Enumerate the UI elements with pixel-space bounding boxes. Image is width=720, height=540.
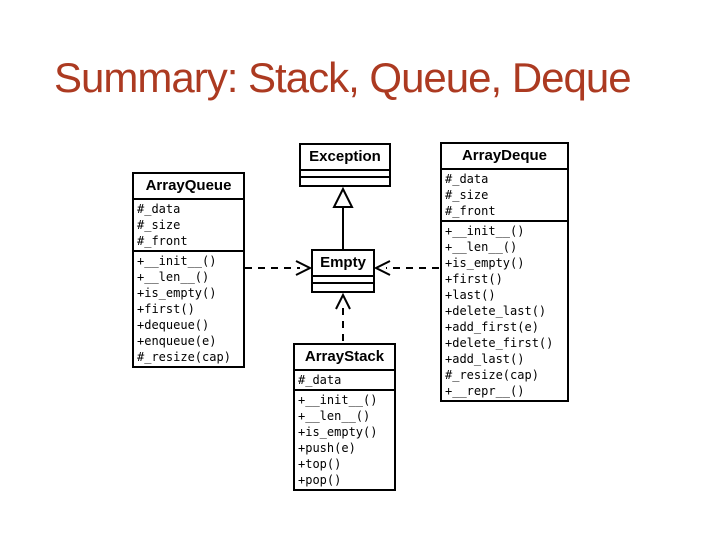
class-member: +top(): [298, 457, 342, 471]
class-attributes: #_data: [295, 371, 394, 391]
class-member: +__init__(): [137, 254, 217, 268]
class-member: #_front: [137, 234, 188, 248]
class-attributes: #_data #_size #_front: [134, 200, 243, 252]
class-attributes: [313, 277, 373, 284]
class-name: Exception: [301, 145, 389, 171]
class-name: Empty: [313, 251, 373, 277]
class-member: +__len__(): [445, 240, 518, 254]
class-box-arraystack: ArrayStack #_data +__init__()+__len__()+…: [293, 343, 396, 491]
class-member: +__init__(): [445, 224, 525, 238]
class-member: #_data: [137, 202, 181, 216]
class-attributes: #_data #_size #_front: [442, 170, 567, 222]
class-member: +__len__(): [137, 270, 210, 284]
class-member: +delete_last(): [445, 304, 547, 318]
class-member: +first(): [137, 302, 195, 316]
class-member: +last(): [445, 288, 496, 302]
dependency-arrow-arraydeque-to-empty: [373, 260, 439, 276]
class-member: +push(e): [298, 441, 356, 455]
class-box-exception: Exception: [299, 143, 391, 187]
dependency-arrow-arraystack-to-empty: [335, 292, 351, 341]
page-title: Summary: Stack, Queue, Deque: [54, 54, 632, 101]
class-member: +__init__(): [298, 393, 378, 407]
class-member: +pop(): [298, 473, 342, 487]
class-member: +add_first(e): [445, 320, 539, 334]
class-member: +delete_first(): [445, 336, 554, 350]
class-methods: [301, 178, 389, 185]
generalization-arrow-empty-to-exception: [332, 186, 354, 249]
class-methods: +__init__() +__len__() +is_empty() +first()…: [442, 222, 567, 400]
class-member: +__repr__(): [445, 384, 525, 398]
class-name: ArrayStack: [295, 345, 394, 371]
class-member: #_data: [445, 172, 489, 186]
class-member: +is_empty(): [298, 425, 378, 439]
class-member: #_front: [445, 204, 496, 218]
class-box-arrayqueue: ArrayQueue #_data #_size #_front +__init__…: [132, 172, 245, 368]
class-methods: [313, 284, 373, 291]
class-member: +dequeue(): [137, 318, 210, 332]
class-attributes: [301, 171, 389, 178]
class-member: +__len__(): [298, 409, 371, 423]
class-member: #_resize(cap): [445, 368, 539, 382]
class-member: #_size: [137, 218, 181, 232]
class-box-empty: Empty: [311, 249, 375, 293]
class-member: +add_last(): [445, 352, 525, 366]
class-member: #_resize(cap): [137, 350, 231, 364]
class-name: ArrayDeque: [442, 144, 567, 170]
class-member: +enqueue(e): [137, 334, 217, 348]
dependency-arrow-arrayqueue-to-empty: [245, 260, 313, 276]
class-member: +is_empty(): [137, 286, 217, 300]
class-member: +is_empty(): [445, 256, 525, 270]
class-member: +first(): [445, 272, 503, 286]
class-member: #_data: [298, 373, 342, 387]
class-member: #_size: [445, 188, 489, 202]
class-name: ArrayQueue: [134, 174, 243, 200]
class-box-arraydeque: ArrayDeque #_data #_size #_front +__init__…: [440, 142, 569, 402]
class-methods: +__init__() +__len__() +is_empty() +push(e)…: [295, 391, 394, 489]
class-methods: +__init__() +__len__() +is_empty() +first()…: [134, 252, 243, 366]
